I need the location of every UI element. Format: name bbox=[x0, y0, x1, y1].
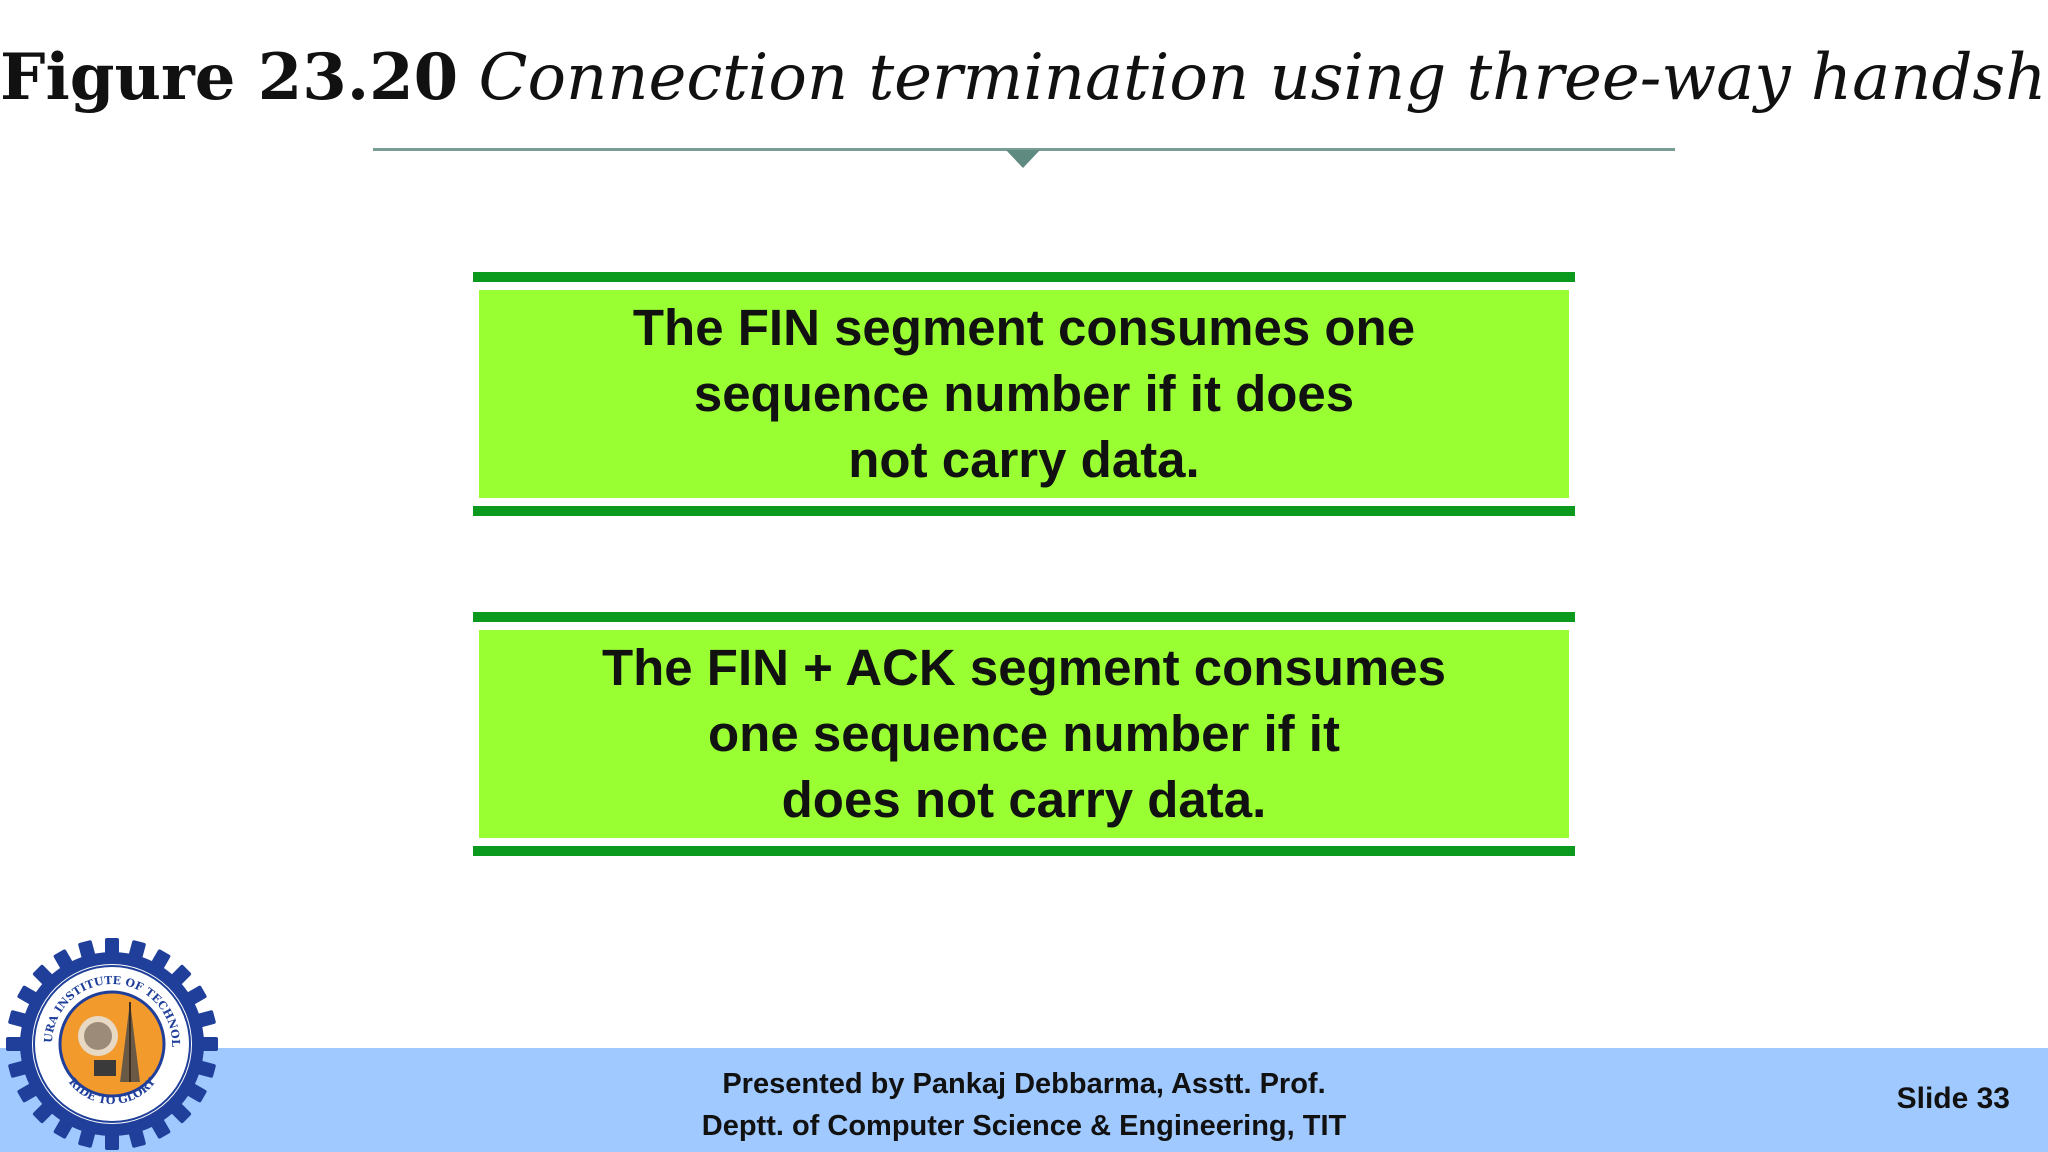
figure-number: Figure 23.20 bbox=[0, 40, 459, 115]
figure-caption: Connection termination using three-way h… bbox=[478, 41, 2048, 115]
footer-band bbox=[0, 1048, 2048, 1152]
note-body: The FIN + ACK segment consumes one seque… bbox=[479, 630, 1569, 838]
note-fin-ack-segment: The FIN + ACK segment consumes one seque… bbox=[473, 612, 1575, 856]
presenter-info: Presented by Pankaj Debbarma, Asstt. Pro… bbox=[674, 1063, 1374, 1147]
note-bottom-bar bbox=[473, 846, 1575, 856]
presenter-line: Presented by Pankaj Debbarma, Asstt. Pro… bbox=[722, 1068, 1326, 1100]
divider-arrow-icon bbox=[1006, 150, 1040, 168]
note-line: The FIN segment consumes one bbox=[632, 299, 1416, 356]
title-divider bbox=[373, 148, 1675, 151]
note-text: The FIN segment consumes one sequence nu… bbox=[633, 295, 1415, 493]
slide-title: Figure 23.20 Connection termination usin… bbox=[0, 28, 2048, 128]
note-line: one sequence number if it bbox=[708, 705, 1340, 762]
note-top-bar bbox=[473, 272, 1575, 282]
slide-number: Slide 33 bbox=[1896, 1082, 2010, 1115]
note-bottom-bar bbox=[473, 506, 1575, 516]
institute-seal-icon: TRIPURA INSTITUTE OF TECHNOLOGY RIDE TO … bbox=[0, 922, 222, 1152]
note-text: The FIN + ACK segment consumes one seque… bbox=[602, 635, 1446, 833]
department-line: Deptt. of Computer Science & Engineering… bbox=[701, 1110, 1347, 1142]
note-line: sequence number if it does bbox=[693, 365, 1355, 422]
note-body: The FIN segment consumes one sequence nu… bbox=[479, 290, 1569, 498]
note-line: does not carry data. bbox=[781, 771, 1267, 828]
note-fin-segment: The FIN segment consumes one sequence nu… bbox=[473, 272, 1575, 516]
note-top-bar bbox=[473, 612, 1575, 622]
note-line: not carry data. bbox=[848, 431, 1200, 488]
institute-seal-graphic: TRIPURA INSTITUTE OF TECHNOLOGY RIDE TO … bbox=[0, 922, 218, 1150]
note-line: The FIN + ACK segment consumes bbox=[601, 639, 1447, 696]
